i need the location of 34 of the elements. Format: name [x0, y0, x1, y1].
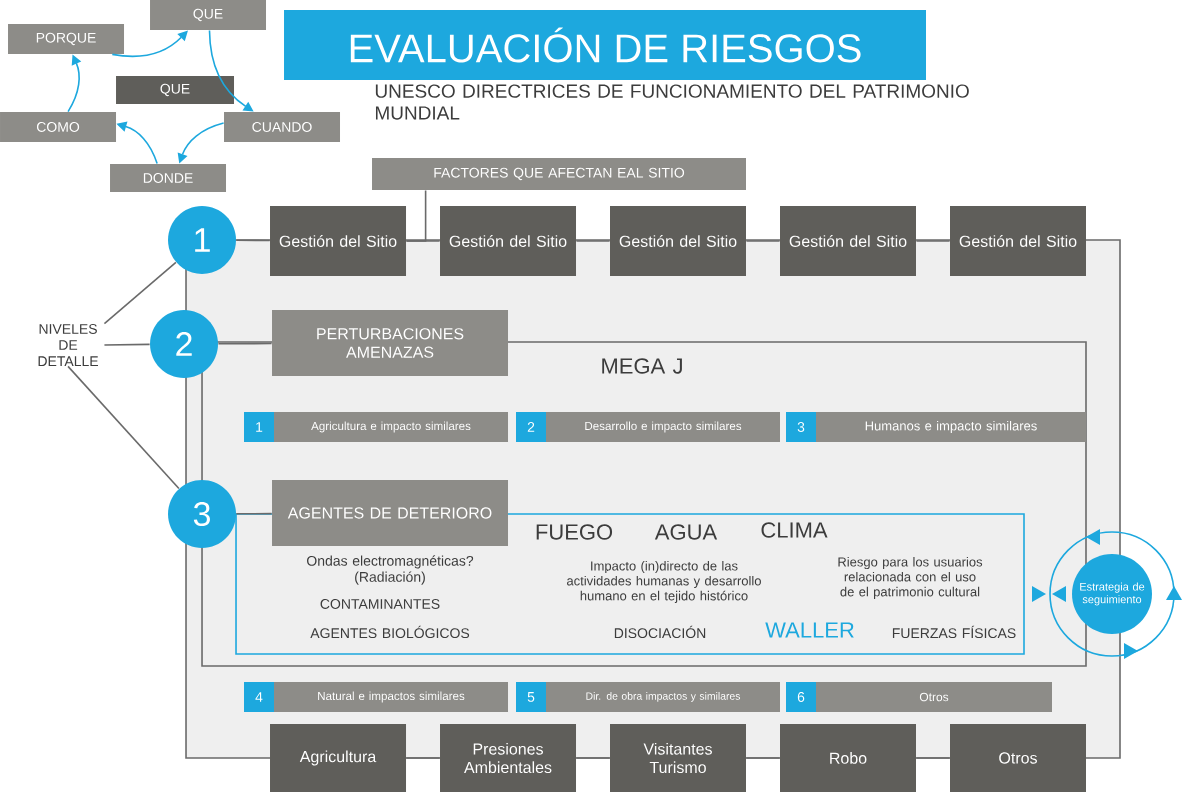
- connector-line: [575, 240, 611, 242]
- process-box: Presiones Ambientales: [440, 724, 576, 792]
- process-box: Gestión del Sitio: [780, 206, 916, 276]
- process-box: PERTURBACIONES AMENAZAS: [272, 310, 508, 376]
- text-label: CLIMA: [761, 522, 828, 538]
- connector-line: [235, 512, 273, 515]
- process-box: AGENTES DE DETERIORO: [272, 480, 508, 546]
- connector-line: [405, 240, 441, 242]
- connector-line: [915, 240, 951, 242]
- process-box: Gestión del Sitio: [610, 206, 746, 276]
- connector-line: [745, 757, 781, 759]
- connector-line: [405, 757, 441, 759]
- connector-line: [745, 240, 781, 242]
- process-box: Visitantes Turismo: [610, 724, 746, 792]
- process-box: Robo: [780, 724, 916, 792]
- connector-line: [235, 239, 271, 242]
- leader-line: [103, 261, 177, 325]
- process-box: Agricultura: [270, 724, 406, 792]
- leader-line: [67, 365, 180, 490]
- process-box: Gestión del Sitio: [440, 206, 576, 276]
- text-label: FUEGO: [536, 524, 613, 540]
- leader-line: [103, 343, 151, 346]
- text-label: MEGA J: [602, 358, 682, 374]
- arrow: [111, 30, 188, 58]
- text-label: AGUA: [654, 524, 718, 540]
- process-box: Gestión del Sitio: [270, 206, 406, 276]
- process-box: Otros: [950, 724, 1086, 792]
- title-banner: EVALUACIÓN DE RIESGOS: [284, 10, 926, 80]
- text-label: UNESCO DIRECTRICES DE FUNCIONAMIENTO DEL PATRIMONIO MUNDIAL: [375, 84, 969, 120]
- text-label: WALLER: [765, 622, 854, 638]
- process-box: Gestión del Sitio: [950, 206, 1086, 276]
- connector-line: [217, 342, 273, 345]
- connector-line: [915, 757, 951, 759]
- connector-line: [575, 757, 611, 759]
